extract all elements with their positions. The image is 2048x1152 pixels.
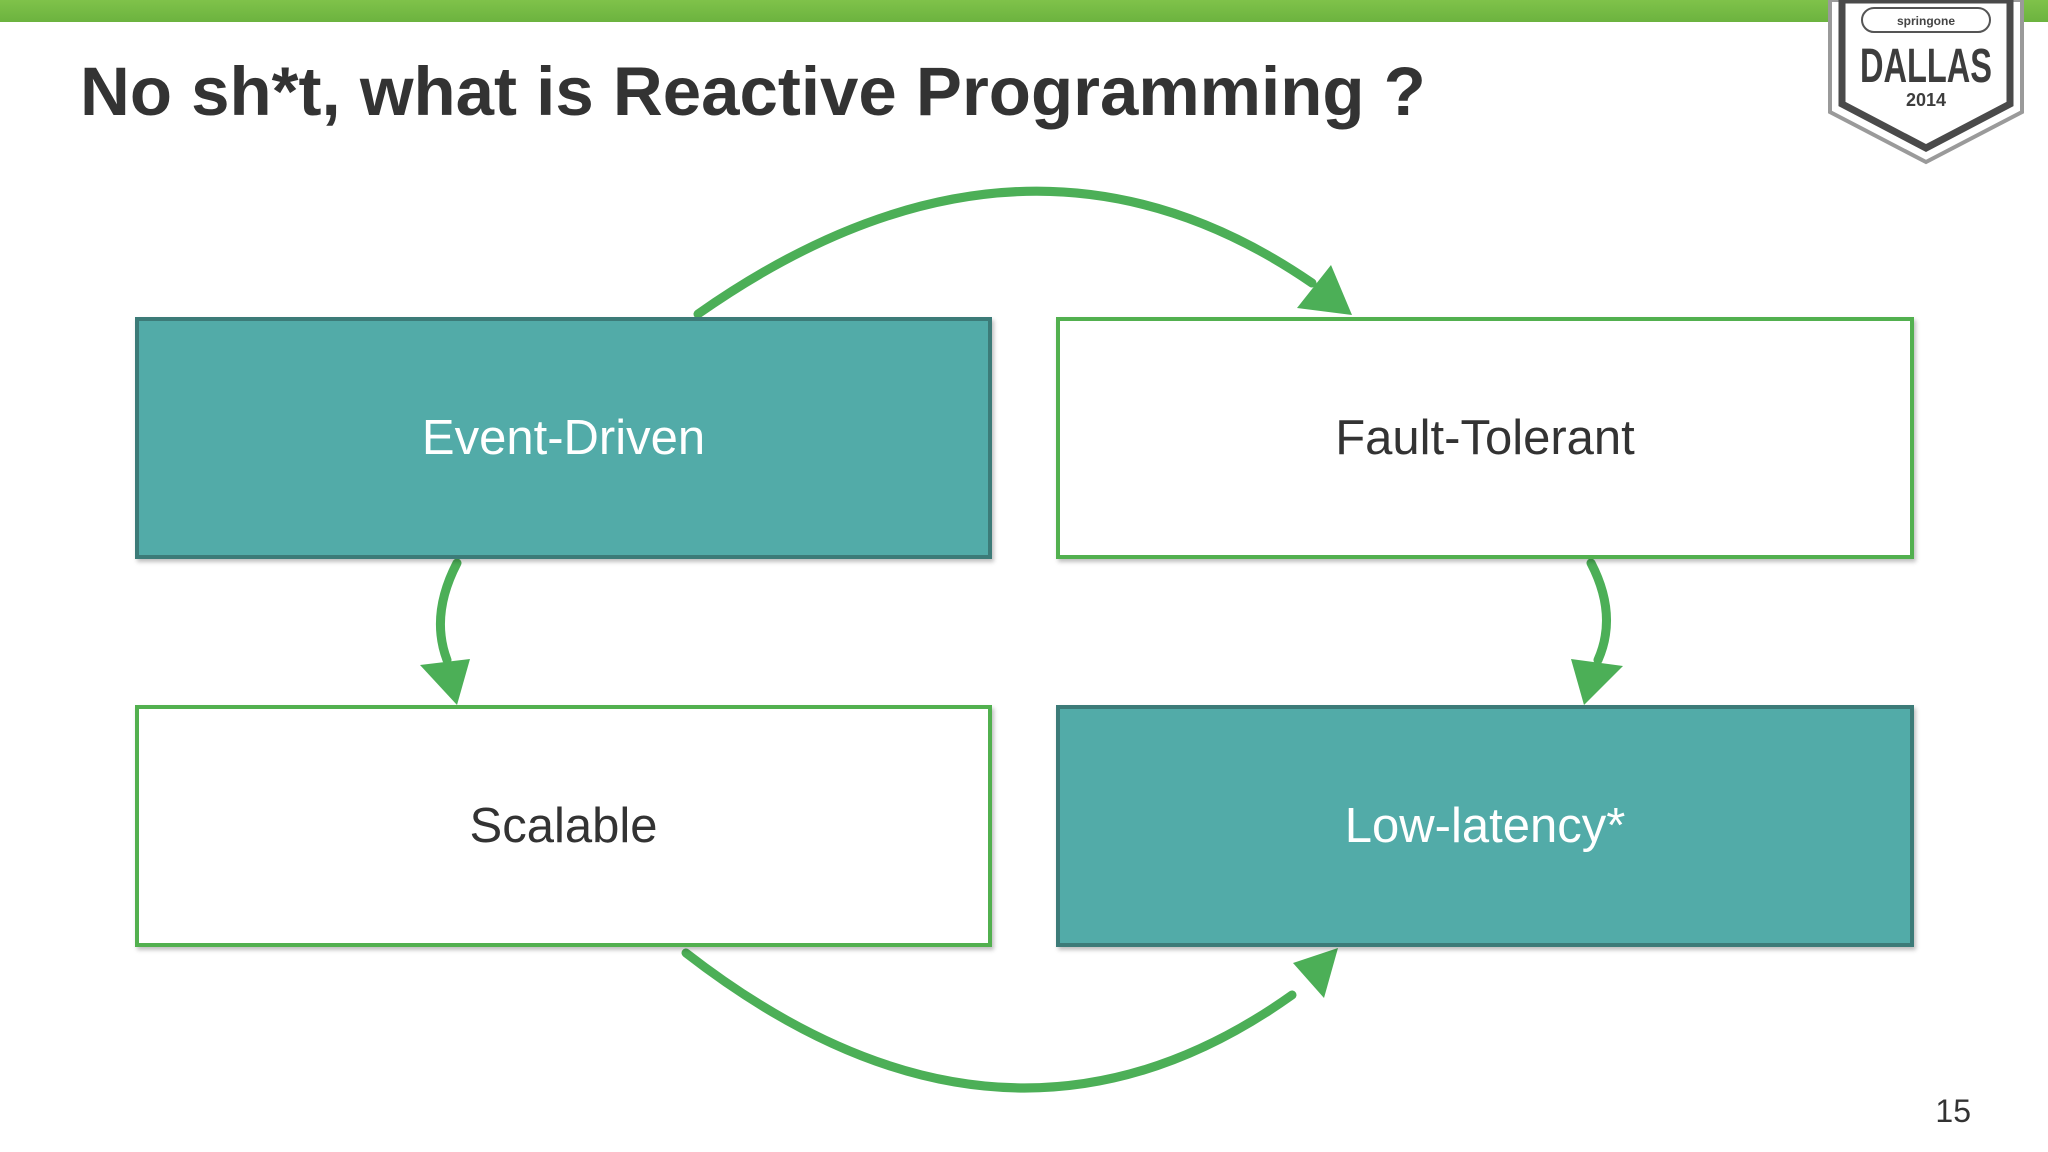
node-scalable: Scalable — [135, 705, 992, 947]
node-event-driven: Event-Driven — [135, 317, 992, 559]
springone-dallas-badge-logo: springone DALLAS 2014 — [1826, 0, 2026, 170]
arrowhead-event-to-fault — [1297, 265, 1352, 315]
node-event-driven-label: Event-Driven — [421, 411, 706, 465]
badge-brand-text: springone — [1897, 14, 1955, 28]
badge-year-text: 2014 — [1906, 90, 1946, 110]
node-fault-tolerant: Fault-Tolerant — [1056, 317, 1914, 559]
top-accent-bar — [0, 0, 2048, 22]
badge-city-text: DALLAS — [1860, 40, 1992, 93]
node-fault-tolerant-label: Fault-Tolerant — [1335, 411, 1635, 465]
node-low-latency-label: Low-latency* — [1344, 799, 1626, 853]
arrow-scalable-to-low — [681, 948, 1297, 1093]
arrow-fault-to-low — [1586, 558, 1611, 665]
arrow-event-to-fault — [693, 186, 1317, 319]
arrow-event-to-scalable — [435, 558, 462, 665]
page-number: 15 — [1935, 1093, 1971, 1129]
arrowhead-fault-to-low — [1571, 659, 1623, 705]
arrowhead-event-to-scalable — [420, 659, 470, 705]
arrowhead-scalable-to-low — [1293, 948, 1338, 998]
node-low-latency: Low-latency* — [1056, 705, 1914, 947]
slide-title: No sh*t, what is Reactive Programming ? — [80, 53, 1426, 130]
node-scalable-label: Scalable — [469, 799, 658, 853]
